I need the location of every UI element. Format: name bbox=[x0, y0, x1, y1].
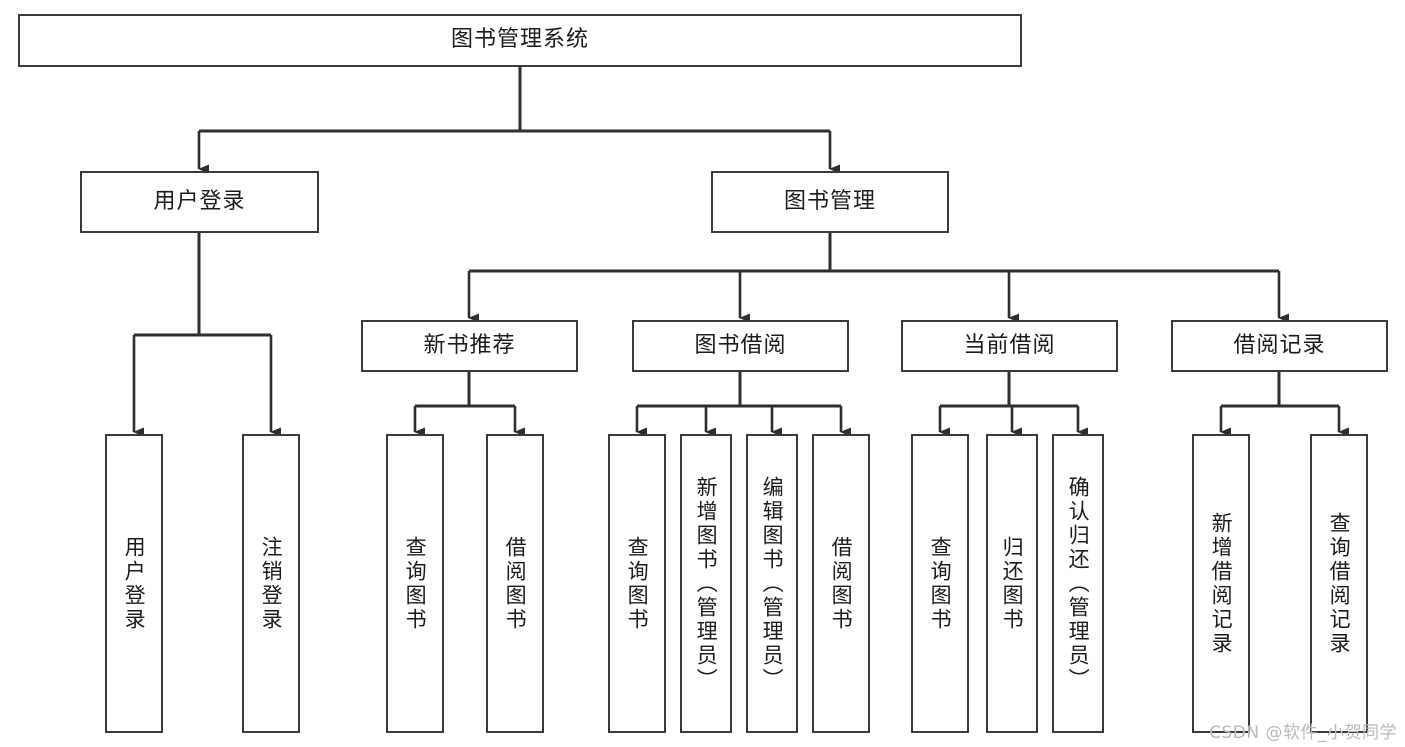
node-leaf-query-book-current: 查询图书 bbox=[911, 434, 969, 733]
node-label: 编辑图书（管理员） bbox=[760, 475, 785, 692]
node-label: 归还图书 bbox=[1000, 535, 1025, 632]
node-user-login: 用户登录 bbox=[80, 171, 319, 233]
node-leaf-return-book: 归还图书 bbox=[986, 434, 1038, 733]
node-label: 借阅图书 bbox=[503, 535, 528, 632]
node-leaf-borrow-book-newbook: 借阅图书 bbox=[486, 434, 544, 733]
node-label: 用户登录 bbox=[122, 535, 147, 632]
csdn-watermark: CSDN @软件_小贺同学 bbox=[1209, 723, 1397, 743]
node-label: 借阅记录 bbox=[1233, 332, 1326, 358]
node-label: 图书借阅 bbox=[694, 332, 787, 358]
node-current-borrow: 当前借阅 bbox=[901, 320, 1118, 372]
node-label: 图书管理 bbox=[783, 188, 876, 214]
node-label: 新书推荐 bbox=[423, 332, 516, 358]
node-label: 借阅图书 bbox=[829, 535, 854, 632]
node-leaf-user-logout: 注销登录 bbox=[242, 434, 300, 733]
node-leaf-query-book-newbook: 查询图书 bbox=[386, 434, 444, 733]
node-label: 新增借阅记录 bbox=[1209, 511, 1234, 656]
node-leaf-query-book-borrow: 查询图书 bbox=[608, 434, 666, 733]
node-label: 注销登录 bbox=[259, 535, 284, 632]
node-label: 查询图书 bbox=[625, 535, 650, 632]
node-leaf-add-borrow-record: 新增借阅记录 bbox=[1192, 434, 1250, 733]
node-leaf-edit-book: 编辑图书（管理员） bbox=[746, 434, 798, 733]
node-root: 图书管理系统 bbox=[18, 14, 1022, 67]
node-book-borrow: 图书借阅 bbox=[632, 320, 849, 372]
node-leaf-add-book: 新增图书（管理员） bbox=[680, 434, 732, 733]
node-leaf-user-login: 用户登录 bbox=[105, 434, 163, 733]
node-label: 查询借阅记录 bbox=[1327, 511, 1352, 656]
node-label: 新增图书（管理员） bbox=[694, 475, 719, 692]
node-leaf-confirm-return: 确认归还（管理员） bbox=[1052, 434, 1104, 733]
node-borrow-record: 借阅记录 bbox=[1171, 320, 1388, 372]
node-leaf-borrow-book: 借阅图书 bbox=[812, 434, 870, 733]
node-book-management: 图书管理 bbox=[711, 171, 949, 233]
node-label: 查询图书 bbox=[928, 535, 953, 632]
node-label: 当前借阅 bbox=[963, 332, 1056, 358]
node-label: 确认归还（管理员） bbox=[1066, 475, 1091, 692]
node-label: 用户登录 bbox=[153, 188, 246, 214]
node-leaf-query-borrow-record: 查询借阅记录 bbox=[1310, 434, 1368, 733]
node-label: 查询图书 bbox=[403, 535, 428, 632]
node-label: 图书管理系统 bbox=[450, 27, 589, 53]
node-new-book-recommend: 新书推荐 bbox=[361, 320, 578, 372]
